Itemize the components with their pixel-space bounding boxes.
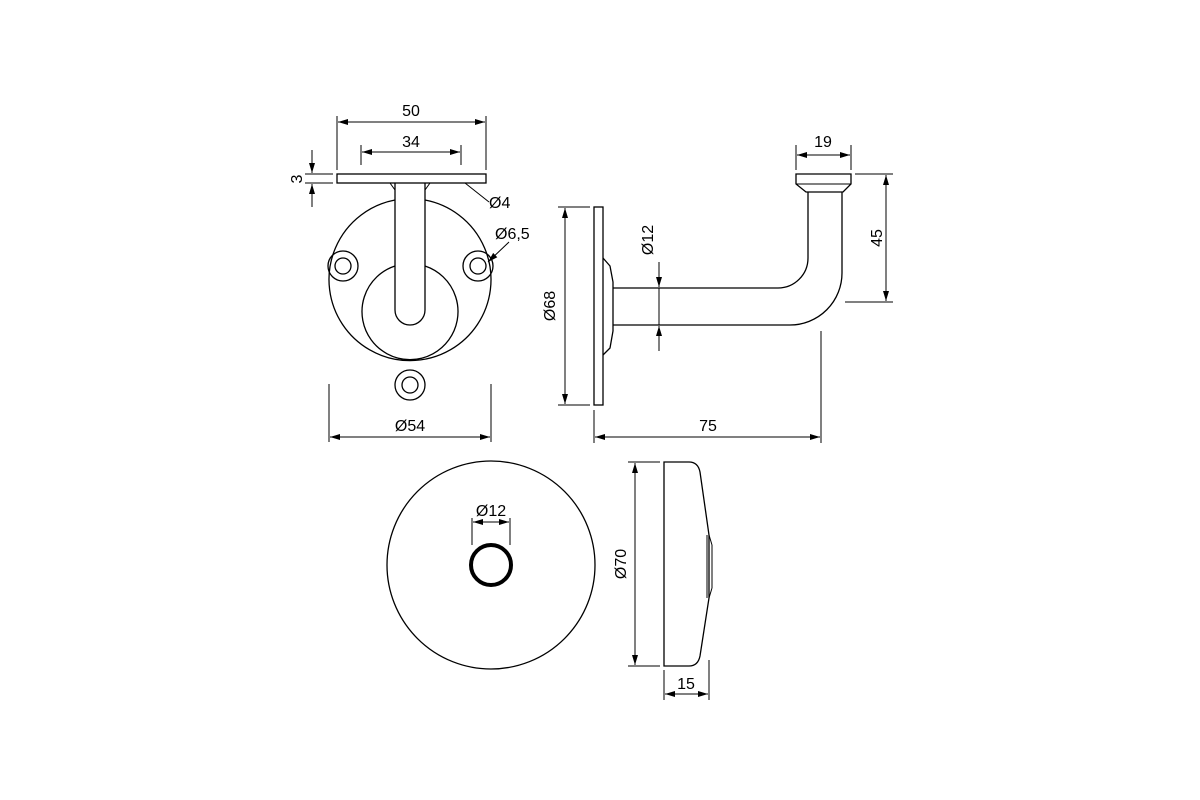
cover-disc — [386, 460, 596, 670]
front-view: 50 34 3 Ø4 Ø6,5 Ø54 — [289, 103, 530, 442]
dim-cover-diameter: Ø70 — [613, 549, 630, 579]
mount-hole-left — [327, 250, 359, 282]
mount-hole-right — [462, 250, 494, 282]
rosette-hub — [602, 257, 614, 356]
cover-side-view: Ø70 15 — [613, 461, 713, 700]
base-disc — [328, 199, 492, 362]
center-hub — [361, 265, 459, 361]
side-view: 19 45 Ø12 Ø68 75 — [542, 134, 893, 443]
dim-cover-depth: 15 — [677, 676, 695, 693]
saddle-top — [795, 173, 852, 193]
bracket-arm — [613, 192, 843, 326]
dim-small-hole: Ø4 — [489, 195, 510, 212]
cover-front-view: Ø12 — [386, 460, 596, 670]
dim-base-diameter: Ø54 — [395, 418, 425, 435]
dim-rosette-diameter: Ø68 — [542, 291, 559, 321]
bracket-stem — [394, 183, 426, 326]
dim-saddle-width: 19 — [814, 134, 832, 151]
cover-profile — [663, 461, 710, 667]
dim-arm-height: 45 — [869, 229, 886, 247]
mount-hole-bottom — [394, 369, 426, 401]
dim-plate-thickness: 3 — [289, 174, 306, 183]
cover-hole — [469, 543, 513, 587]
saddle-plate — [336, 173, 487, 184]
dim-mount-hole: Ø6,5 — [495, 226, 530, 243]
rosette-plate — [593, 206, 604, 406]
dim-tube-diameter: Ø12 — [640, 225, 657, 255]
dim-plate-width: 50 — [402, 103, 420, 120]
dim-projection: 75 — [699, 418, 717, 435]
dim-cover-hole: Ø12 — [476, 503, 506, 520]
dim-hole-spacing: 34 — [402, 134, 420, 151]
